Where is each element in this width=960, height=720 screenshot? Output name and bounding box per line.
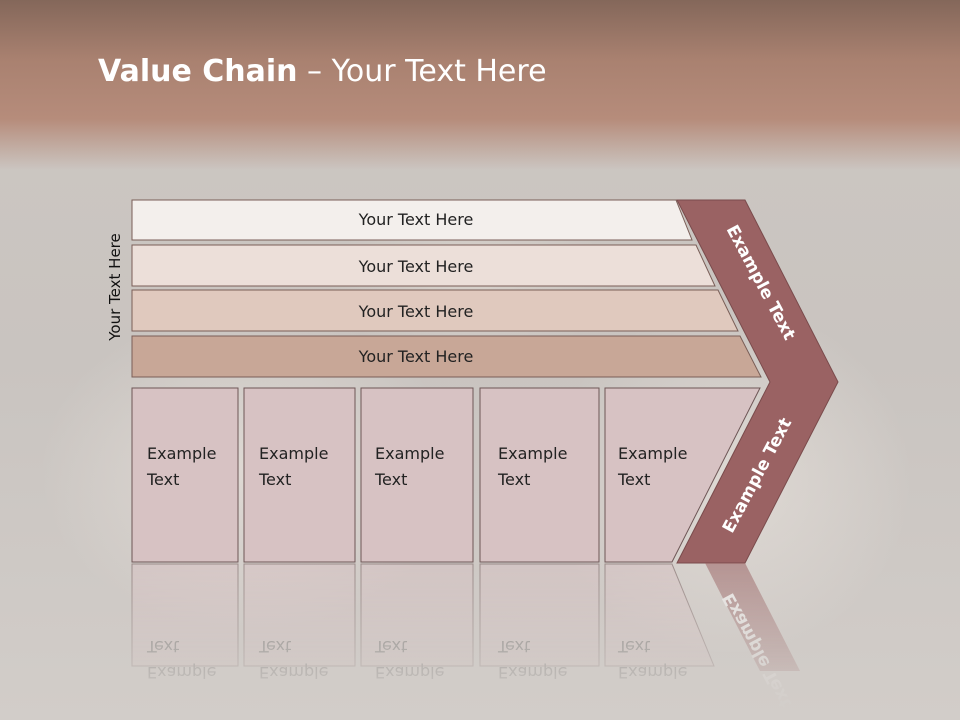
box-3-line2: Text — [374, 470, 407, 489]
box-4: Example Text — [479, 387, 600, 563]
reflect-box-5-line2: Text — [617, 637, 650, 656]
reflect-box-3-line2: Text — [374, 637, 407, 656]
box-4-line2: Text — [497, 470, 530, 489]
box-1-line1: Example — [147, 444, 216, 463]
reflect-box-1-line1: Example — [147, 663, 216, 682]
chevron-arrow: Example Text Example Text — [676, 199, 839, 564]
box-1-line2: Text — [146, 470, 179, 489]
row-2-label: Your Text Here — [358, 257, 474, 276]
box-4-line1: Example — [498, 444, 567, 463]
reflect-box-4-line1: Example — [498, 663, 567, 682]
reflect-box-4-line2: Text — [497, 637, 530, 656]
row-4: Your Text Here — [131, 335, 762, 378]
reflect-box-2-line2: Text — [258, 637, 291, 656]
reflect-box-5-line1: Example — [618, 663, 687, 682]
box-3-line1: Example — [375, 444, 444, 463]
box-1: Example Text — [131, 387, 239, 563]
reflect-box-1-line2: Text — [146, 637, 179, 656]
row-2: Your Text Here — [131, 244, 716, 287]
box-2-line2: Text — [258, 470, 291, 489]
row-1: Your Text Here — [131, 199, 693, 241]
box-2-line1: Example — [259, 444, 328, 463]
box-5-line2: Text — [617, 470, 650, 489]
title-rest: – Your Text Here — [297, 54, 547, 89]
row-4-label: Your Text Here — [358, 347, 474, 366]
reflect-box-2-line1: Example — [259, 663, 328, 682]
slide-title: Value Chain – Your Text Here — [98, 54, 547, 89]
box-5-line1: Example — [618, 444, 687, 463]
header-band — [0, 0, 960, 170]
diagram-reflection: Text Example Text Example Text Example T… — [131, 563, 800, 711]
row-3-label: Your Text Here — [358, 302, 474, 321]
row-1-label: Your Text Here — [358, 210, 474, 229]
reflect-box-3-line1: Example — [375, 663, 444, 682]
box-3: Example Text — [360, 387, 474, 563]
box-2: Example Text — [243, 387, 356, 563]
row-3: Your Text Here — [131, 289, 739, 332]
box-5: Example Text — [604, 387, 761, 563]
title-bold: Value Chain — [98, 54, 298, 89]
